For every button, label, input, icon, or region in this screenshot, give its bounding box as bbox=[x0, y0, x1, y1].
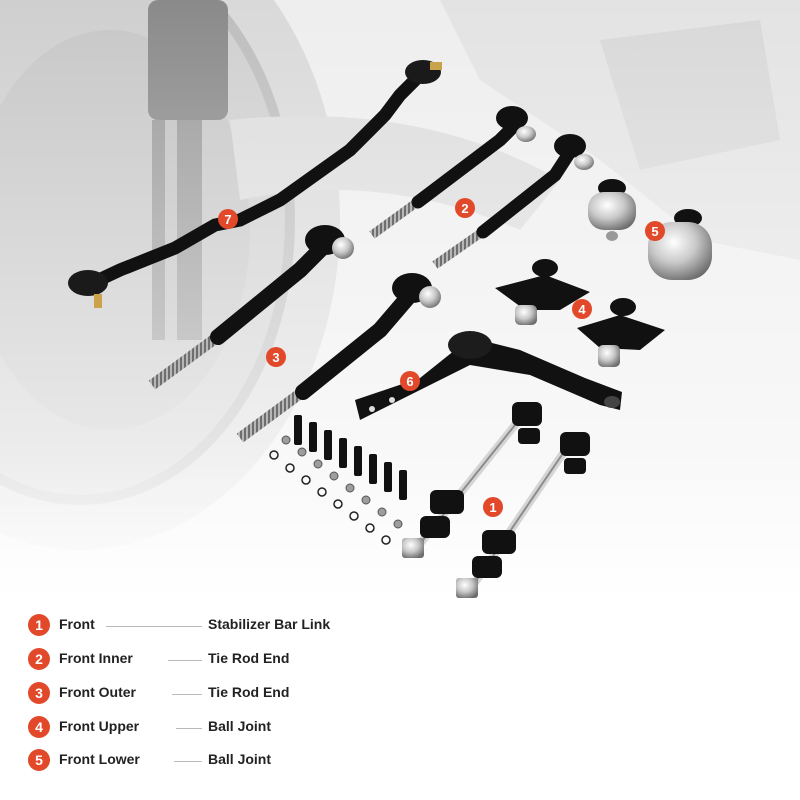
svg-text:7: 7 bbox=[224, 212, 231, 227]
legend-number-badge: 3 bbox=[28, 682, 50, 704]
legend-number-badge: 4 bbox=[28, 716, 50, 738]
svg-text:6: 6 bbox=[406, 374, 413, 389]
legend-position: Front Outer bbox=[59, 684, 136, 700]
legend-position: Front Inner bbox=[59, 650, 133, 666]
legend-part-name: Tie Rod End bbox=[208, 650, 290, 666]
svg-text:3: 3 bbox=[272, 350, 279, 365]
center-link-part bbox=[68, 60, 442, 308]
legend-divider bbox=[172, 694, 202, 695]
legend-row: 1 Front Stabilizer Bar Link bbox=[28, 614, 788, 638]
outer-tie-rod-part bbox=[148, 225, 441, 443]
legend-row: 3 Front Outer Tie Rod End bbox=[28, 682, 788, 706]
svg-text:4: 4 bbox=[578, 302, 586, 317]
callout-badge-5: 5 bbox=[645, 221, 665, 241]
legend-number-badge: 1 bbox=[28, 614, 50, 636]
legend-divider bbox=[168, 660, 202, 661]
legend-row: 4 Front Upper Ball Joint bbox=[28, 716, 788, 740]
product-photo: 7 2 5 4 3 6 1 bbox=[0, 0, 800, 600]
lower-ball-joint-part bbox=[588, 179, 712, 280]
stabilizer-link-part bbox=[402, 402, 590, 598]
legend-part-name: Ball Joint bbox=[208, 718, 272, 734]
legend-divider bbox=[106, 626, 202, 627]
callout-badge-2: 2 bbox=[455, 198, 475, 218]
legend-part-name: Ball Joint bbox=[208, 751, 272, 767]
legend-position: Front Lower bbox=[59, 751, 140, 767]
callout-badge-7: 7 bbox=[218, 209, 238, 229]
inner-tie-rod-part bbox=[369, 106, 594, 269]
legend-number-badge: 5 bbox=[28, 749, 50, 771]
legend-position: Front Upper bbox=[59, 718, 140, 734]
legend-number-badge: 2 bbox=[28, 648, 50, 670]
legend-position: Front bbox=[59, 616, 95, 632]
svg-text:1: 1 bbox=[489, 500, 496, 515]
callout-badge-1: 1 bbox=[483, 497, 503, 517]
callout-badge-3: 3 bbox=[266, 347, 286, 367]
hardware-kit-part bbox=[269, 415, 407, 545]
svg-text:2: 2 bbox=[461, 201, 468, 216]
upper-ball-joint-part bbox=[495, 259, 665, 367]
legend-part-name: Tie Rod End bbox=[208, 684, 290, 700]
legend-row: 5 Front Lower Ball Joint bbox=[28, 749, 788, 773]
legend-divider bbox=[176, 728, 202, 729]
callout-badge-4: 4 bbox=[572, 299, 592, 319]
idler-arm-part bbox=[355, 331, 622, 420]
svg-text:5: 5 bbox=[651, 224, 658, 239]
legend-part-name: Stabilizer Bar Link bbox=[208, 616, 331, 632]
legend-divider bbox=[174, 761, 202, 762]
callout-badge-6: 6 bbox=[400, 371, 420, 391]
legend-row: 2 Front Inner Tie Rod End bbox=[28, 648, 788, 672]
parts-legend: 1 Front Stabilizer Bar Link 2 Front Inne… bbox=[0, 600, 800, 800]
